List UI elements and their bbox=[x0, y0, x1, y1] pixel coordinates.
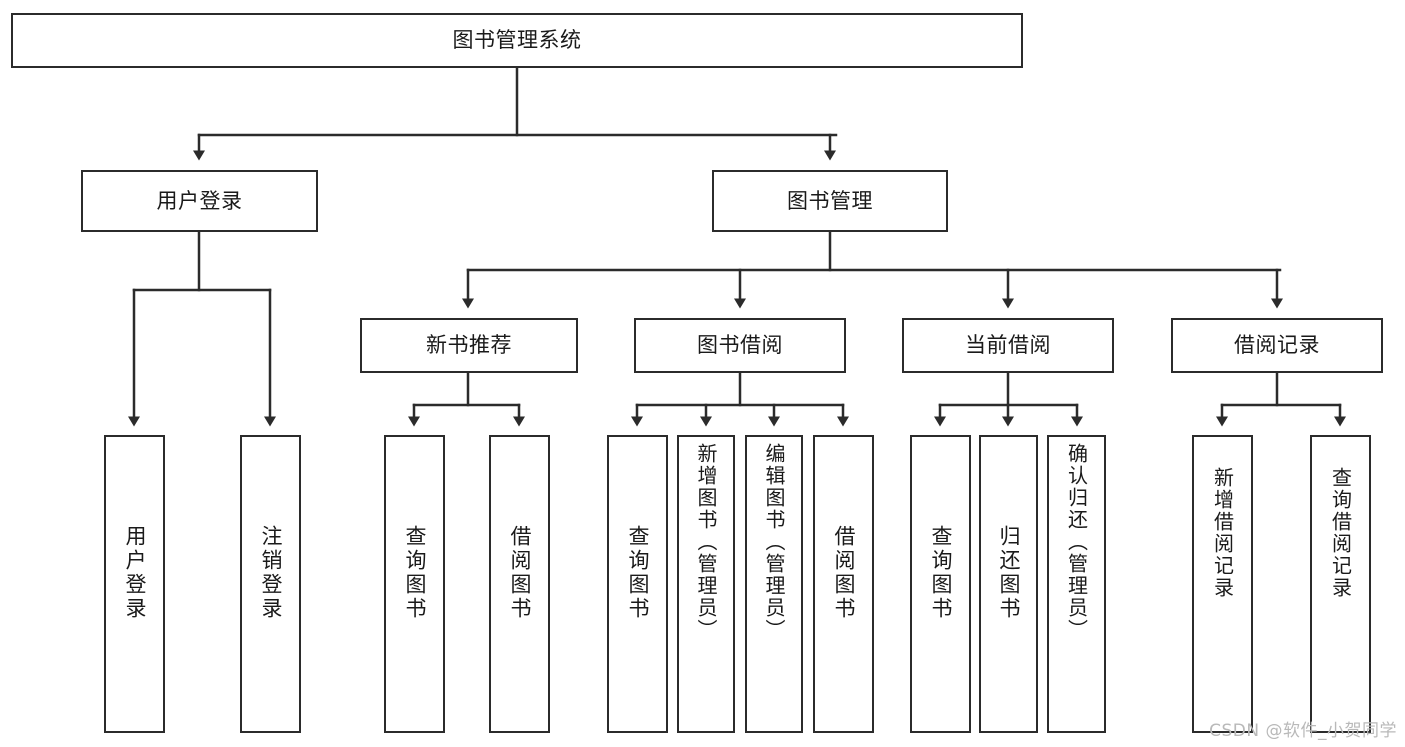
leaf-book-borrow-edit-book-admin[interactable]: 编辑图书（管理员） bbox=[745, 435, 803, 733]
node-book-management[interactable]: 图书管理 bbox=[712, 170, 948, 232]
leaf-book-borrow-query-book[interactable]: 查询图书 bbox=[607, 435, 668, 733]
leaf-user-login-sign-out[interactable]: 注销登录 bbox=[240, 435, 301, 733]
node-label: 归还图书 bbox=[997, 525, 1021, 621]
node-label: 新增借阅记录 bbox=[1210, 467, 1235, 599]
node-book-borrowing[interactable]: 图书借阅 bbox=[634, 318, 846, 373]
node-label: 查询借阅记录 bbox=[1328, 467, 1353, 599]
node-label: 图书管理系统 bbox=[452, 28, 582, 53]
node-label: 图书借阅 bbox=[697, 333, 783, 358]
leaf-new-book-query-book[interactable]: 查询图书 bbox=[384, 435, 445, 733]
node-root-book-management-system[interactable]: 图书管理系统 bbox=[11, 13, 1023, 68]
node-label: 新增图书（管理员） bbox=[694, 443, 718, 641]
node-label: 查询图书 bbox=[403, 525, 427, 621]
node-label: 用户登录 bbox=[156, 188, 243, 213]
node-label: 图书管理 bbox=[787, 188, 873, 213]
leaf-current-borrow-return-book[interactable]: 归还图书 bbox=[979, 435, 1038, 733]
node-label: 确认归还（管理员） bbox=[1064, 443, 1089, 641]
leaf-user-login-sign-in[interactable]: 用户登录 bbox=[104, 435, 165, 733]
node-user-login[interactable]: 用户登录 bbox=[81, 170, 318, 232]
leaf-current-borrow-query-book[interactable]: 查询图书 bbox=[910, 435, 971, 733]
leaf-book-borrow-borrow-book[interactable]: 借阅图书 bbox=[813, 435, 874, 733]
node-label: 借阅图书 bbox=[508, 525, 532, 621]
node-label: 借阅记录 bbox=[1234, 333, 1320, 358]
leaf-current-borrow-confirm-return-admin[interactable]: 确认归还（管理员） bbox=[1047, 435, 1106, 733]
node-label: 注销登录 bbox=[259, 525, 283, 621]
leaf-book-borrow-add-book-admin[interactable]: 新增图书（管理员） bbox=[677, 435, 735, 733]
node-new-book-recommendation[interactable]: 新书推荐 bbox=[360, 318, 578, 373]
leaf-new-book-borrow-book[interactable]: 借阅图书 bbox=[489, 435, 550, 733]
node-label: 新书推荐 bbox=[426, 333, 512, 358]
node-label: 当前借阅 bbox=[965, 333, 1051, 358]
node-label: 查询图书 bbox=[929, 525, 953, 621]
leaf-borrow-records-add-record[interactable]: 新增借阅记录 bbox=[1192, 435, 1253, 733]
leaf-borrow-records-query-record[interactable]: 查询借阅记录 bbox=[1310, 435, 1371, 733]
node-current-borrowing[interactable]: 当前借阅 bbox=[902, 318, 1114, 373]
node-borrow-records[interactable]: 借阅记录 bbox=[1171, 318, 1383, 373]
node-label: 借阅图书 bbox=[832, 525, 856, 621]
node-label: 编辑图书（管理员） bbox=[762, 443, 786, 641]
node-label: 用户登录 bbox=[123, 525, 147, 621]
node-label: 查询图书 bbox=[626, 525, 650, 621]
